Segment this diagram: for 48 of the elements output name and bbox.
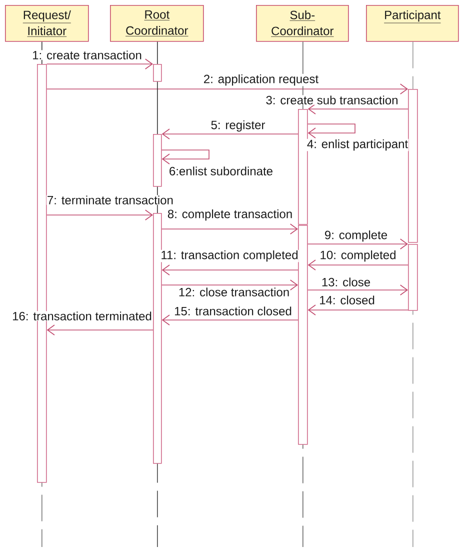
message-arrow xyxy=(162,314,298,326)
activation-bar xyxy=(298,225,308,445)
edge-label: 7: terminate transaction xyxy=(46,195,174,205)
activation-bar xyxy=(153,64,162,82)
lifeline-header-box: Root Coordinator xyxy=(110,5,204,42)
edge-label: 3: create sub transaction xyxy=(265,95,399,105)
edge-label: 15: transaction closed xyxy=(174,306,292,316)
edge-label: 14: closed xyxy=(318,295,376,305)
lifeline xyxy=(157,81,158,134)
message-arrow xyxy=(46,58,153,70)
message-arrow xyxy=(46,324,154,336)
lifeline-header-box: Sub- Coordinator xyxy=(256,5,349,42)
lifeline-header-box: Request/ Initiator xyxy=(5,5,89,42)
activation-bar xyxy=(408,244,418,311)
message-arrow xyxy=(308,104,408,114)
message-arrow xyxy=(162,128,298,140)
message-arrow xyxy=(161,280,298,290)
activation-bar xyxy=(153,134,162,187)
lifeline xyxy=(157,463,158,548)
edge-label: 6:enlist subordinate xyxy=(168,166,274,176)
lifeline xyxy=(157,41,158,64)
message-arrow xyxy=(308,260,408,270)
message-arrow xyxy=(46,210,153,220)
lifeline-header-box: Participant xyxy=(366,5,459,42)
message-arrow xyxy=(308,304,408,316)
message-arrow xyxy=(307,238,408,250)
edge-label: 5: register xyxy=(210,120,266,132)
edge-label: 10: completed xyxy=(319,250,397,262)
edge-label: 13: close xyxy=(320,277,372,287)
edge-label: 16: transaction terminated xyxy=(12,311,152,321)
message-arrow xyxy=(161,150,210,164)
edge-label: 1: create transaction xyxy=(32,50,142,60)
message-arrow xyxy=(46,84,408,94)
edge-label: 4: enlist participant xyxy=(306,138,409,152)
edge-label: 8: complete transaction xyxy=(166,208,294,222)
edge-label: 11: transaction completed xyxy=(160,250,299,262)
message-arrow xyxy=(162,264,298,276)
activation-bar xyxy=(153,213,162,464)
activation-bar xyxy=(298,109,308,225)
message-arrow xyxy=(307,124,356,138)
message-arrow xyxy=(161,224,298,234)
edge-label: 9: complete xyxy=(324,230,388,242)
lifeline xyxy=(412,41,414,90)
edge-label: 2: application request xyxy=(202,74,320,86)
message-arrow xyxy=(307,284,408,296)
lifeline xyxy=(302,444,304,548)
lifeline xyxy=(412,310,414,548)
edge-label: 12: close transaction xyxy=(178,287,290,297)
